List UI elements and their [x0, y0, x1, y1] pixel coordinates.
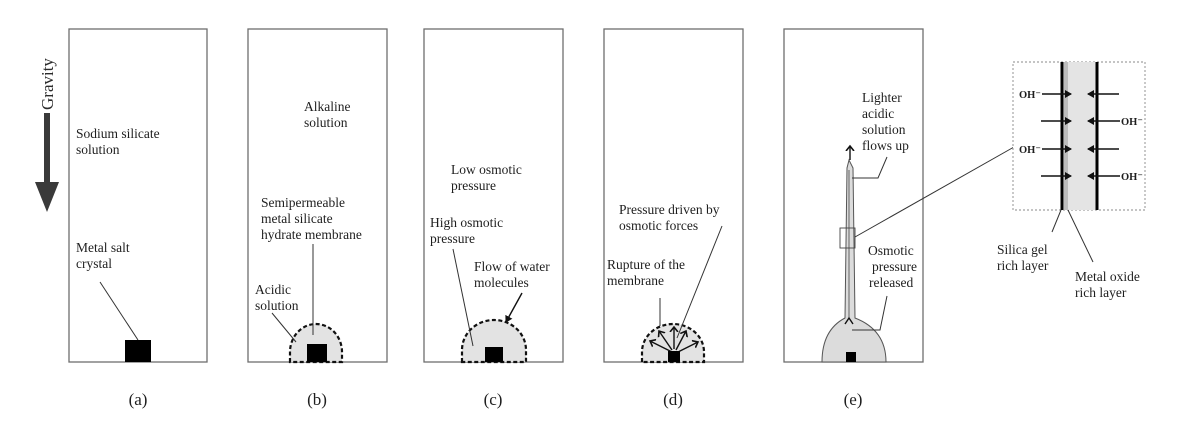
metal-salt-crystal	[485, 347, 503, 362]
gravity-label: Gravity	[38, 58, 57, 110]
high-osmotic-label: High osmotic pressure	[430, 215, 507, 246]
ruptured-membrane-dome	[640, 322, 706, 364]
panel-d-container	[603, 28, 744, 363]
radial-pressure-arrows	[650, 327, 698, 353]
silica-gel-label: Silica gel rich layer	[997, 242, 1051, 273]
lighter-acidic-label: Lighter acidic solution flows up	[862, 90, 909, 153]
magnified-region-box	[839, 227, 856, 249]
membrane-label: Semipermeable metal silicate hydrate mem…	[261, 195, 362, 242]
panel-c-container	[423, 28, 564, 363]
osmotic-released-label: Osmotic pressure released	[868, 243, 920, 290]
panel-c: Low osmotic pressure High osmotic pressu…	[423, 28, 564, 409]
hydroxide-ion-label: OH⁻	[1019, 145, 1041, 156]
zoom-connector-line	[854, 146, 1015, 238]
flow-of-water-label: Flow of water molecules	[474, 259, 553, 290]
released-leader-line	[852, 295, 888, 331]
silicate-tube	[821, 158, 887, 363]
panel-a-container	[68, 28, 208, 363]
panel-d: Pressure driven by osmotic forces Ruptur…	[603, 28, 744, 409]
water-flow-arrow	[505, 292, 523, 323]
oxide-leader-line	[1067, 209, 1094, 263]
panel-a: Sodium silicate solution Metal salt crys…	[68, 28, 208, 409]
silica-shade	[1064, 62, 1068, 210]
metal-salt-crystal	[125, 340, 151, 362]
hydroxide-ion-label: OH⁻	[1019, 90, 1041, 101]
rupture-label: Rupture of the membrane	[607, 257, 688, 288]
hydroxide-arrows	[1041, 90, 1120, 180]
caption-e: (e)	[844, 390, 863, 409]
metal-salt-crystal	[668, 351, 680, 362]
membrane-wall-inset: OH⁻ OH⁻ OH⁻ OH⁻ Silica gel rich layer Me…	[997, 61, 1146, 300]
hydroxide-ion-label: OH⁻	[1121, 117, 1143, 128]
silica-leader-line	[1051, 209, 1062, 233]
acidic-solution-label: Acidic solution	[255, 282, 299, 313]
membrane-dome	[288, 322, 344, 364]
crystal-leader-line	[99, 281, 139, 341]
pressure-driven-label: Pressure driven by osmotic forces	[619, 202, 723, 233]
flow-leader-line	[852, 156, 888, 179]
acidic-leader-line	[271, 312, 297, 343]
metal-oxide-label: Metal oxide rich layer	[1075, 269, 1143, 300]
panel-b: Alkaline solution Semipermeable metal si…	[247, 28, 388, 409]
caption-a: (a)	[129, 390, 148, 409]
caption-c: (c)	[484, 390, 503, 409]
metal-salt-crystal	[846, 352, 856, 362]
high-osmotic-leader-line	[452, 248, 474, 347]
hydroxide-ion-label: OH⁻	[1121, 172, 1143, 183]
gravity-indicator: Gravity	[35, 58, 59, 212]
sodium-silicate-label: Sodium silicate solution	[76, 126, 163, 157]
metal-salt-crystal	[307, 344, 327, 362]
released-flow-arrow	[844, 316, 854, 325]
alkaline-solution-label: Alkaline solution	[304, 99, 354, 130]
down-arrow-icon	[35, 113, 59, 212]
panel-e: Lighter acidic solution flows up Osmotic…	[783, 28, 1015, 409]
pressure-leader-line	[676, 225, 723, 339]
caption-d: (d)	[663, 390, 683, 409]
low-osmotic-label: Low osmotic pressure	[451, 162, 525, 193]
caption-b: (b)	[307, 390, 327, 409]
metal-salt-crystal-label: Metal salt crystal	[76, 240, 133, 271]
membrane-dome	[460, 318, 528, 364]
